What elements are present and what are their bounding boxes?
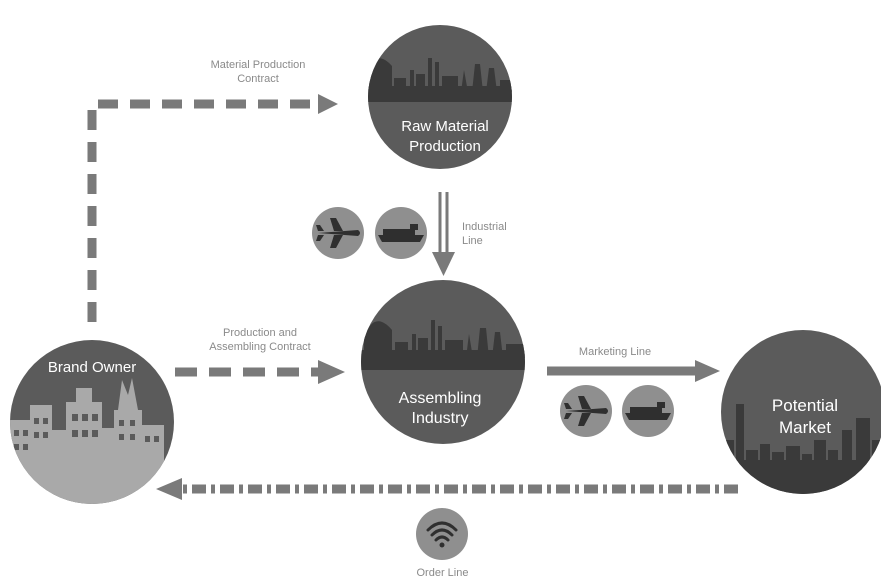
- cargo-ship-icon: [622, 385, 674, 437]
- factory-skyline-icon: [361, 320, 525, 370]
- assembling-contract-arrow: [175, 360, 345, 384]
- marketing-line-arrow: [547, 360, 720, 382]
- order-line-label: Order Line: [416, 567, 469, 579]
- material-contract-arrow: [87, 94, 338, 322]
- airplane-icon: [312, 207, 364, 259]
- cargo-ship-icon: [375, 207, 427, 259]
- industrial-line-arrow: [432, 192, 455, 276]
- marketing-line-label: Marketing Line: [578, 346, 652, 358]
- wifi-icon: [416, 508, 468, 560]
- brand-owner-title: Brand Owner: [47, 359, 137, 376]
- raw-material-node: [368, 25, 512, 169]
- assembling-node: [361, 280, 525, 444]
- order-line-arrow: [156, 478, 738, 500]
- airplane-icon: [560, 385, 612, 437]
- factory-skyline-icon: [368, 58, 512, 102]
